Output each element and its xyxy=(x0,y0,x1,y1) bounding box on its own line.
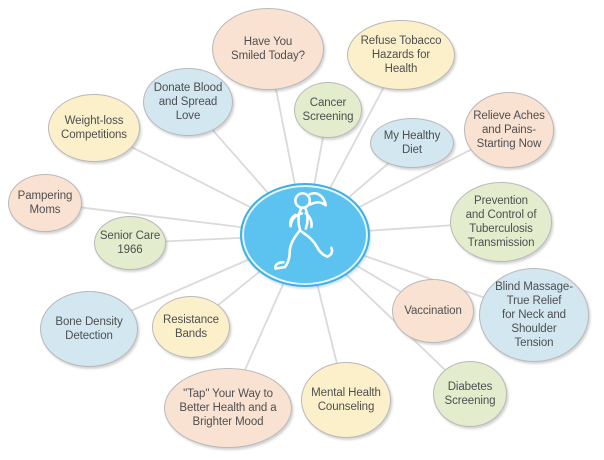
topic-label-resistance-bands: Resistance Bands xyxy=(163,313,219,340)
topic-label-pampering-moms: Pampering Moms xyxy=(17,189,73,216)
topic-bubble-blind-massage: Blind Massage- True Relief for Neck and … xyxy=(479,268,589,362)
topic-label-vaccination: Vaccination xyxy=(404,304,462,317)
topic-bubble-cancer-screening: Cancer Screening xyxy=(294,82,362,138)
topic-bubble-refuse-tobacco: Refuse Tobacco Hazards for Health xyxy=(347,20,455,90)
topic-label-cancer-screening: Cancer Screening xyxy=(302,96,354,123)
topic-bubble-diabetes-screening: Diabetes Screening xyxy=(433,361,507,427)
topic-bubble-vaccination: Vaccination xyxy=(392,279,474,343)
topic-bubble-senior-care-1966: Senior Care 1966 xyxy=(94,216,166,270)
topic-label-my-healthy-diet: My Healthy Diet xyxy=(383,129,441,156)
topic-bubble-tap-your-way: "Tap" Your Way to Better Health and a Br… xyxy=(164,368,292,448)
topic-label-relieve-aches: Relieve Aches and Pains- Starting Now xyxy=(473,109,545,150)
topic-bubble-my-healthy-diet: My Healthy Diet xyxy=(370,118,454,168)
topic-bubble-pampering-moms: Pampering Moms xyxy=(8,174,82,232)
topic-label-prevention-tb: Prevention and Control of Tuberculosis T… xyxy=(465,194,537,250)
topic-bubble-relieve-aches: Relieve Aches and Pains- Starting Now xyxy=(464,92,554,168)
topic-bubble-prevention-tb: Prevention and Control of Tuberculosis T… xyxy=(450,182,552,262)
topic-bubble-resistance-bands: Resistance Bands xyxy=(152,296,230,358)
topic-label-have-you-smiled-today: Have You Smiled Today? xyxy=(231,35,305,62)
topic-label-refuse-tobacco: Refuse Tobacco Hazards for Health xyxy=(360,34,442,75)
center-hub xyxy=(240,183,370,287)
topic-label-mental-health: Mental Health Counseling xyxy=(311,386,381,413)
topic-label-blind-massage: Blind Massage- True Relief for Neck and … xyxy=(495,280,573,350)
topic-bubble-weight-loss: Weight-loss Competitions xyxy=(48,94,140,162)
topic-label-donate-blood: Donate Blood and Spread Love xyxy=(153,81,223,122)
topic-bubble-have-you-smiled-today: Have You Smiled Today? xyxy=(212,8,324,90)
topic-bubble-bone-density: Bone Density Detection xyxy=(40,291,138,367)
running-woman-icon xyxy=(274,192,334,270)
topic-bubble-donate-blood: Donate Blood and Spread Love xyxy=(143,68,233,136)
topic-label-senior-care-1966: Senior Care 1966 xyxy=(99,229,161,256)
topic-label-tap-your-way: "Tap" Your Way to Better Health and a Br… xyxy=(179,387,277,428)
topic-label-weight-loss: Weight-loss Competitions xyxy=(61,114,127,141)
topic-label-bone-density: Bone Density Detection xyxy=(55,315,123,342)
topic-label-diabetes-screening: Diabetes Screening xyxy=(444,380,496,407)
topic-bubble-mental-health: Mental Health Counseling xyxy=(301,362,391,438)
